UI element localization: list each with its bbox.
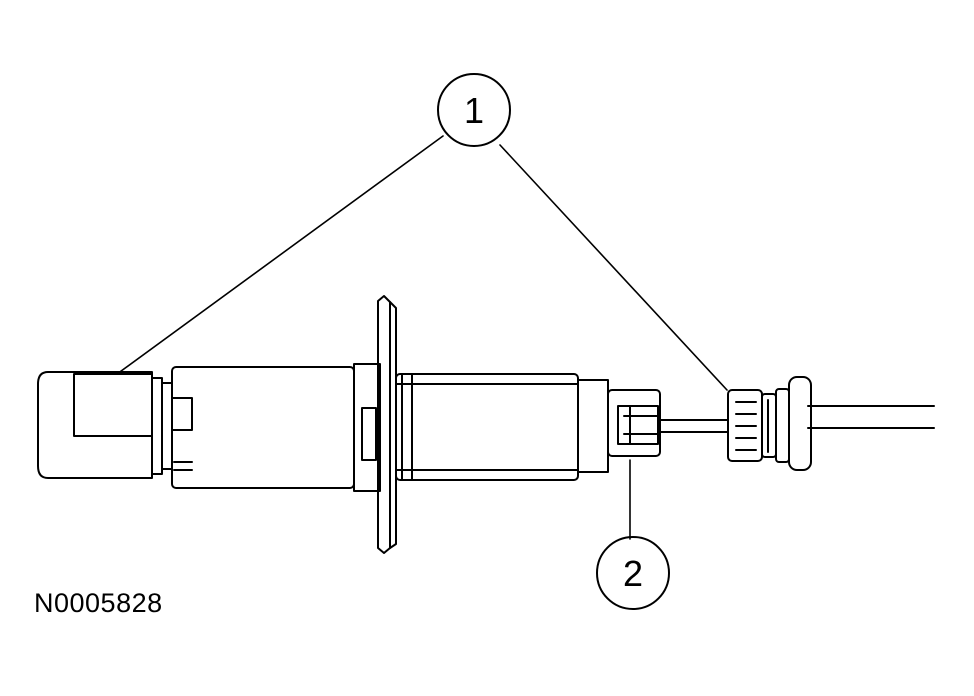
callout-1-circle — [437, 73, 511, 147]
plunger-housing — [607, 389, 661, 457]
ribbed-sleeve — [395, 373, 609, 481]
leader-lines — [116, 135, 728, 540]
callout-1-number: 1 — [464, 90, 484, 131]
grommet — [727, 376, 812, 471]
leader-line-1b — [499, 144, 728, 391]
cable — [807, 405, 935, 429]
leader-line-1a — [116, 135, 444, 375]
figure-reference-code: N0005828 — [34, 588, 163, 618]
control-rod — [657, 419, 729, 433]
end-cap — [37, 371, 173, 479]
main-body — [171, 363, 381, 492]
callout-2-circle — [596, 536, 670, 610]
callout-2-number: 2 — [623, 553, 643, 594]
